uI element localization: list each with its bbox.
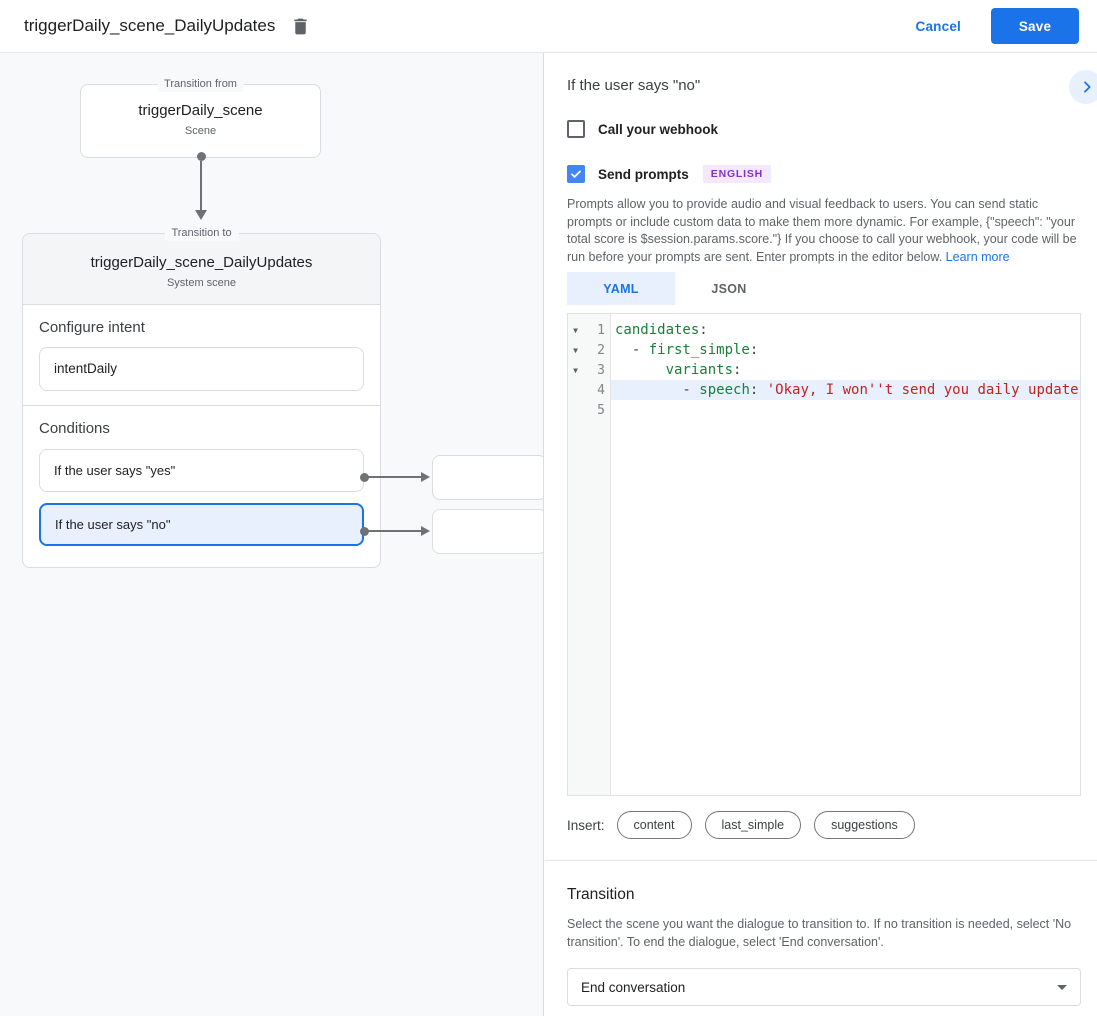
- fold-arrow-icon[interactable]: ▼: [573, 345, 578, 355]
- line-number: 2: [597, 342, 605, 358]
- send-prompts-label: Send prompts: [598, 166, 689, 182]
- code-segment-key: first_simple: [648, 342, 750, 358]
- configure-intent-section: Configure intent intentDaily: [23, 305, 380, 406]
- trash-icon: [290, 16, 311, 37]
- editor-format-tabs: YAML JSON: [567, 272, 783, 305]
- section-divider: [545, 860, 1097, 861]
- configure-intent-label: Configure intent: [39, 319, 145, 336]
- editor-code-area[interactable]: candidates: - first_simple: variants: - …: [611, 314, 1080, 795]
- code-segment-plain: :: [699, 322, 708, 338]
- prompts-description: Prompts allow you to provide audio and v…: [567, 196, 1081, 266]
- code-segment-string: 'Okay, I won''t send you daily update: [766, 382, 1079, 398]
- line-number: 3: [597, 362, 605, 378]
- collapse-panel-button[interactable]: [1069, 70, 1097, 104]
- dropdown-caret-icon: [1057, 984, 1067, 990]
- code-segment-plain: :: [733, 362, 742, 378]
- connector-line: [366, 530, 421, 532]
- conditions-section: Conditions If the user says "yes"If the …: [23, 406, 380, 560]
- insert-chip-last_simple[interactable]: last_simple: [704, 811, 802, 839]
- gutter-row: 4: [568, 380, 610, 400]
- save-button[interactable]: Save: [991, 8, 1079, 44]
- learn-more-link[interactable]: Learn more: [945, 249, 1010, 264]
- gutter-row: 5: [568, 400, 610, 420]
- code-line[interactable]: - speech: 'Okay, I won''t send you daily…: [611, 380, 1080, 400]
- webhook-checkbox-row: Call your webhook: [567, 120, 718, 138]
- insert-chip-content[interactable]: content: [616, 811, 692, 839]
- connector-dot: [360, 473, 369, 482]
- code-segment-plain: -: [615, 382, 700, 398]
- tab-yaml[interactable]: YAML: [567, 272, 675, 305]
- cancel-button[interactable]: Cancel: [915, 18, 961, 34]
- conditions-list: If the user says "yes" If the user says "…: [39, 449, 364, 546]
- code-segment-key: variants: [665, 362, 734, 378]
- condition-target-node[interactable]: [432, 455, 543, 500]
- transition-select[interactable]: End conversation: [567, 968, 1081, 1006]
- send-prompts-checkbox[interactable]: [567, 165, 585, 183]
- prompts-checkbox-row: Send prompts ENGLISH: [567, 165, 772, 183]
- connector-dot: [197, 152, 206, 161]
- code-segment-plain: :: [749, 342, 759, 358]
- code-line[interactable]: variants:: [611, 360, 1080, 380]
- transition-select-value: End conversation: [581, 979, 686, 995]
- transition-description: Select the scene you want the dialogue t…: [567, 917, 1072, 949]
- transition-to-card: Transition to triggerDaily_scene_DailyUp…: [22, 226, 381, 568]
- line-number: 5: [597, 402, 605, 418]
- tab-json[interactable]: JSON: [711, 281, 747, 296]
- fold-arrow-icon[interactable]: ▼: [573, 325, 578, 335]
- connector-line: [200, 161, 202, 210]
- webhook-checkbox[interactable]: [567, 120, 585, 138]
- connector-arrowhead-icon: [195, 210, 207, 220]
- insert-label: Insert:: [567, 817, 605, 833]
- code-segment-key: candidates: [615, 322, 700, 338]
- condition-item[interactable]: If the user says "no": [39, 503, 364, 546]
- connector-line: [366, 476, 421, 478]
- transition-to-title: triggerDaily_scene_DailyUpdates: [90, 254, 313, 271]
- panel-title: If the user says "no": [567, 77, 701, 94]
- transition-to-legend: Transition to: [164, 226, 239, 241]
- conditions-label: Conditions: [39, 420, 110, 437]
- connector-arrowhead-icon: [421, 472, 430, 482]
- line-number: 1: [597, 322, 605, 338]
- insert-chip-suggestions[interactable]: suggestions: [814, 811, 915, 839]
- condition-target-node[interactable]: [432, 509, 543, 554]
- condition-item[interactable]: If the user says "yes": [39, 449, 364, 492]
- chevron-right-icon: [1079, 79, 1095, 95]
- code-segment-plain: -: [615, 342, 649, 358]
- gutter-row: ▼1: [568, 320, 610, 340]
- intent-input[interactable]: intentDaily: [39, 347, 364, 391]
- header-bar: triggerDaily_scene_DailyUpdates Cancel S…: [0, 0, 1097, 53]
- code-line[interactable]: candidates:: [611, 320, 1080, 340]
- transition-from-node[interactable]: Transition from triggerDaily_scene Scene: [80, 77, 321, 158]
- delete-scene-button[interactable]: [288, 14, 313, 39]
- insert-row: Insert: content last_simple suggestions: [567, 811, 928, 839]
- code-line[interactable]: - first_simple:: [611, 340, 1080, 360]
- transition-to-subtitle: System scene: [166, 277, 237, 289]
- condition-edit-panel: If the user says "no" Call your webhook …: [545, 53, 1097, 1016]
- transition-from-legend: Transition from: [157, 77, 244, 92]
- prompts-description-text: Prompts allow you to provide audio and v…: [567, 197, 1077, 264]
- code-segment-key: speech: [699, 382, 750, 398]
- language-badge: ENGLISH: [702, 165, 772, 183]
- page-title: triggerDaily_scene_DailyUpdates: [24, 16, 276, 35]
- connector-arrowhead-icon: [421, 526, 430, 536]
- transition-from-title: triggerDaily_scene: [138, 102, 263, 119]
- transition-section-title: Transition: [567, 886, 635, 903]
- connector-dot: [360, 527, 369, 536]
- scene-diagram-canvas: Transition from triggerDaily_scene Scene…: [0, 53, 544, 1016]
- gutter-row: ▼3: [568, 360, 610, 380]
- code-line[interactable]: [611, 400, 1080, 420]
- code-segment-plain: [615, 362, 666, 378]
- transition-to-header: triggerDaily_scene_DailyUpdates System s…: [23, 234, 380, 305]
- transition-from-subtitle: Scene: [184, 125, 217, 137]
- code-segment-plain: :: [749, 382, 767, 398]
- webhook-checkbox-label: Call your webhook: [598, 121, 719, 137]
- line-number: 4: [597, 382, 605, 398]
- insert-chips: content last_simple suggestions: [616, 811, 928, 839]
- gutter-row: ▼2: [568, 340, 610, 360]
- fold-arrow-icon[interactable]: ▼: [573, 365, 578, 375]
